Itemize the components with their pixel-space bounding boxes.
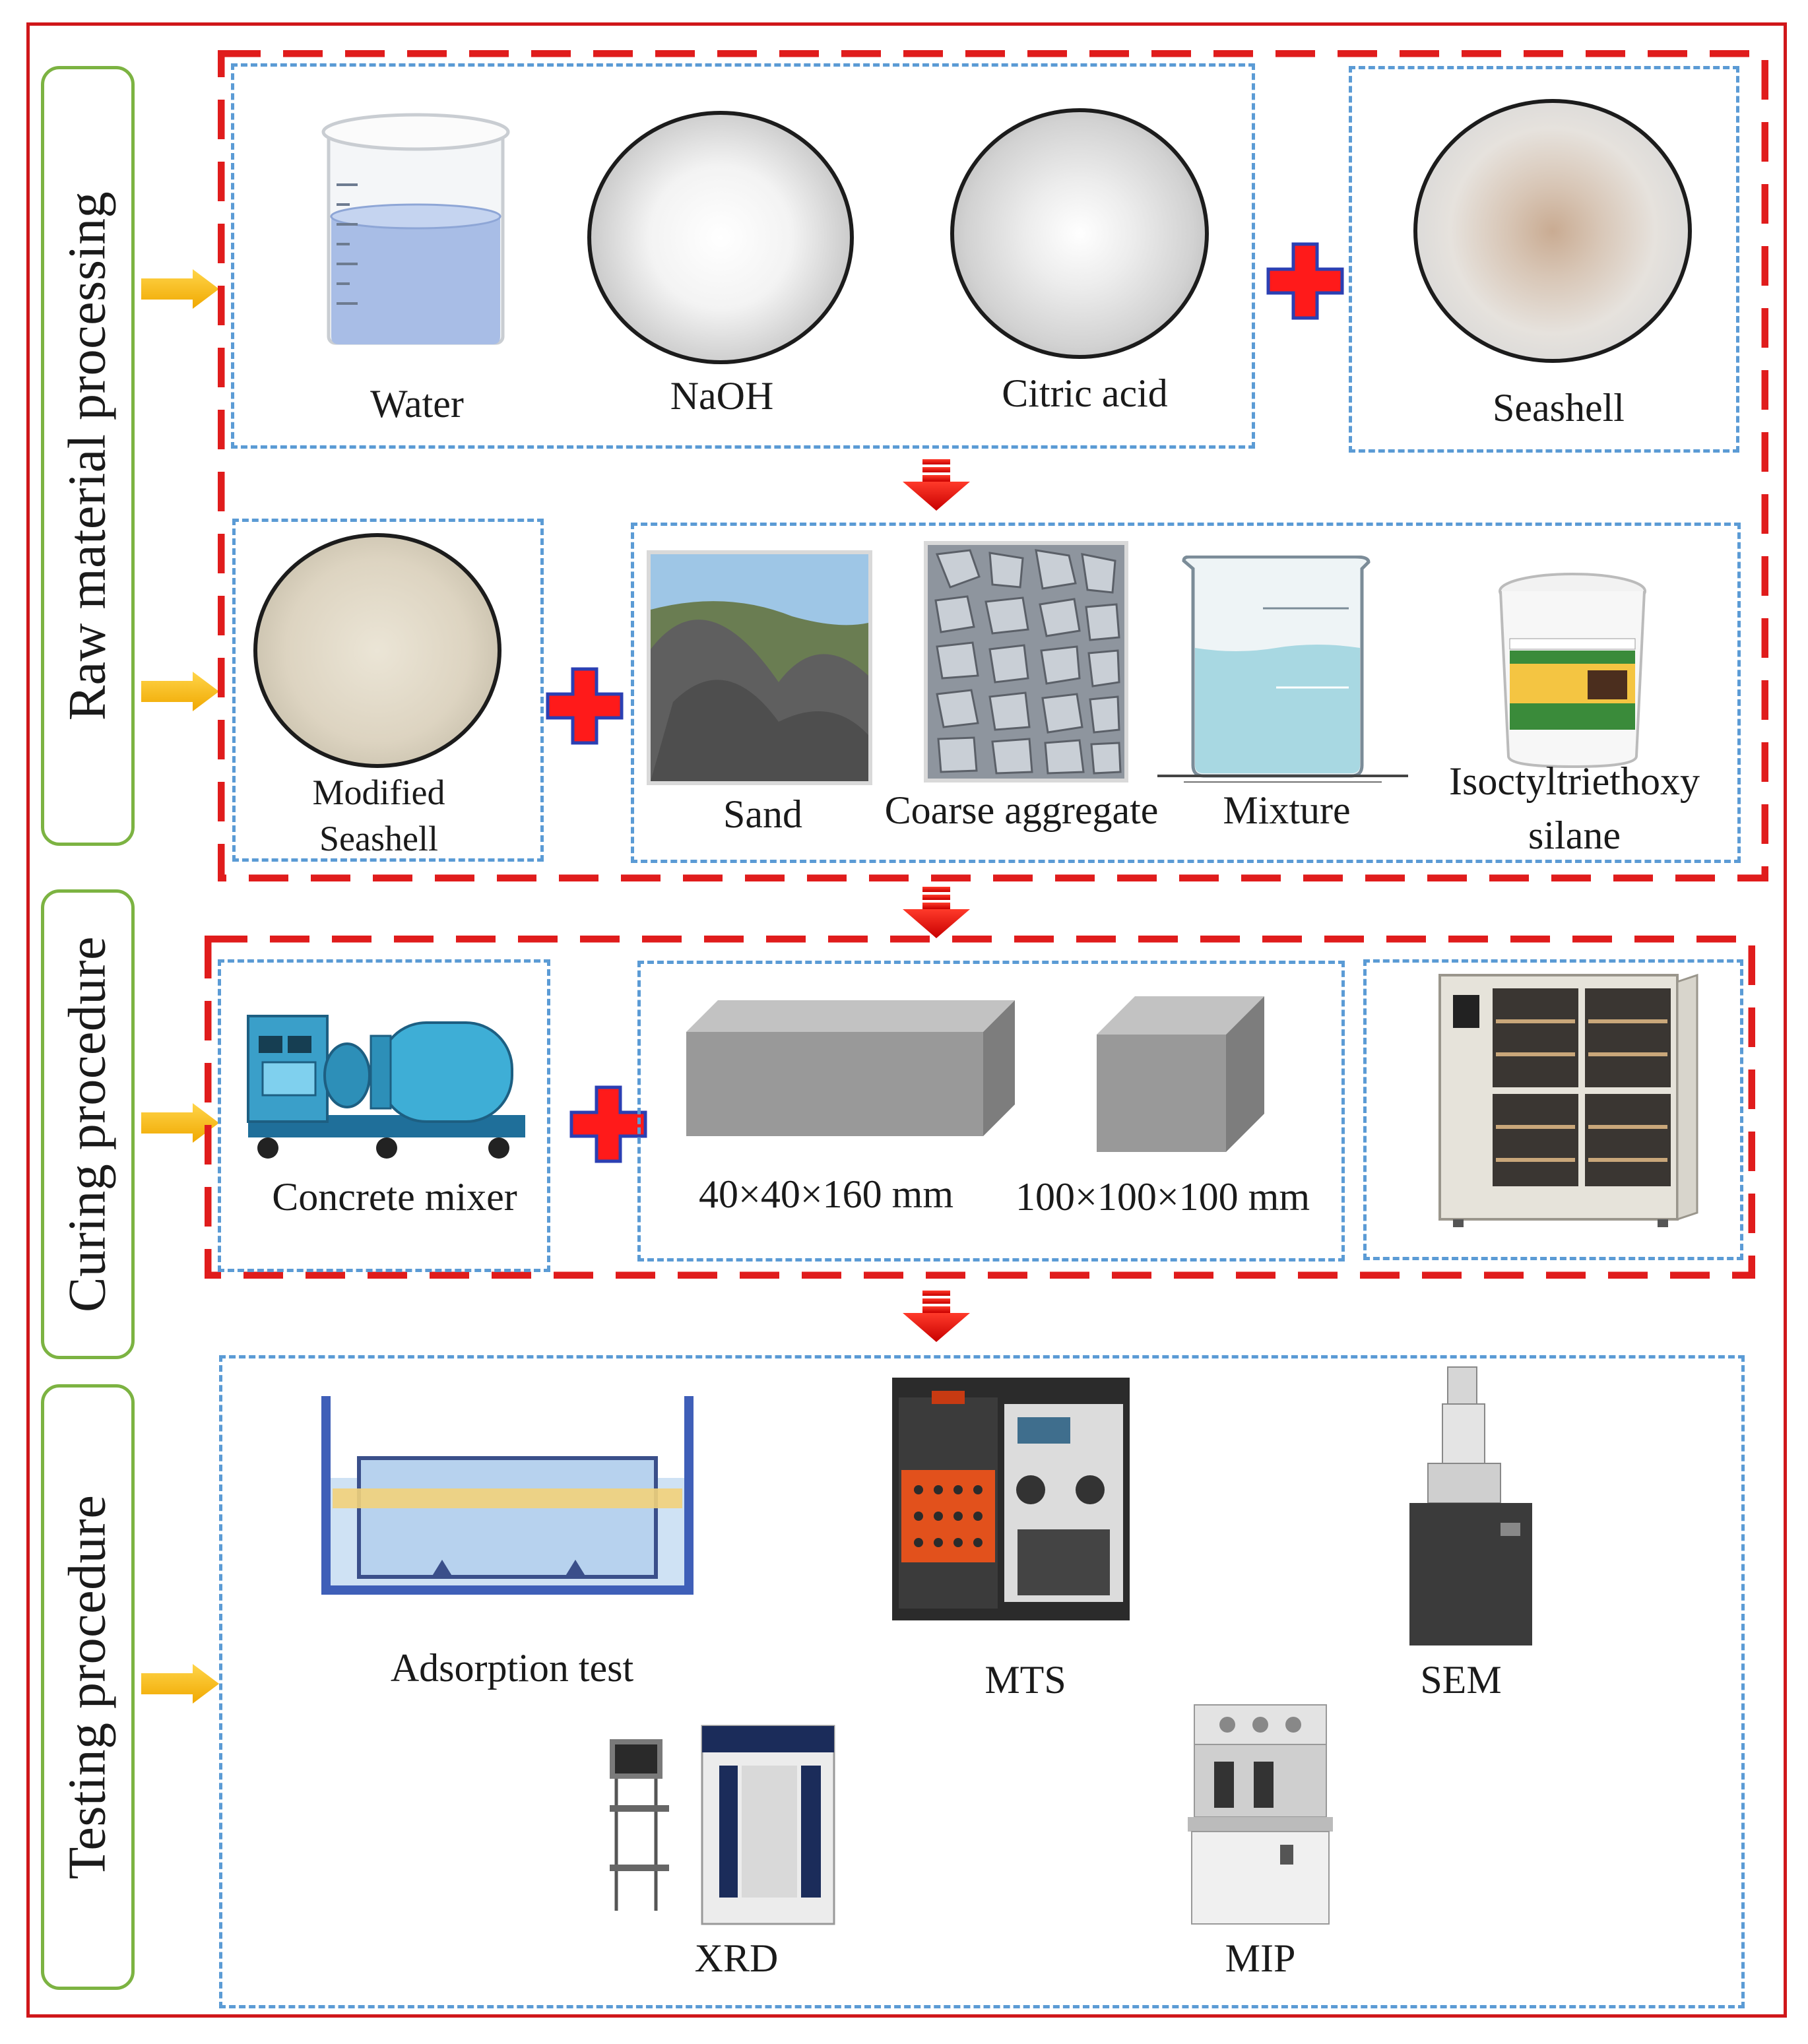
prism-size-label: 40×40×160 mm <box>698 1172 954 1216</box>
arrow-down-icon <box>903 459 970 511</box>
sand-label: Sand <box>723 792 802 836</box>
xrd-photo <box>610 1725 835 1925</box>
adsorption-test-icon <box>321 1396 694 1595</box>
modified-seashell-label-2: Seashell <box>319 819 438 858</box>
mts-photo <box>892 1378 1130 1620</box>
mixture-beaker-icon <box>1157 556 1408 782</box>
arrow-down-icon <box>903 887 970 938</box>
mip-label: MIP <box>1225 1936 1296 1980</box>
plus-icon <box>546 667 624 745</box>
aggregates-box <box>631 523 1741 863</box>
figure-frame <box>26 22 1787 2018</box>
sem-photo <box>1409 1366 1532 1645</box>
mixture-label: Mixture <box>1223 788 1351 832</box>
chemicals-box <box>231 63 1255 449</box>
modified-seashell-label-1: Modified <box>312 773 445 812</box>
citric-acid-label: Citric acid <box>1002 371 1168 415</box>
raw-material-group <box>218 50 1768 881</box>
mixer-box <box>218 959 550 1272</box>
adsorption-test-label: Adsorption test <box>390 1646 634 1690</box>
curing-group <box>205 936 1755 1279</box>
arrow-right-icon <box>141 672 219 711</box>
stage-testing-label: Testing procedure <box>58 1494 117 1880</box>
seashell-box <box>1349 66 1739 453</box>
seashell-photo <box>1413 99 1692 363</box>
mts-label: MTS <box>985 1658 1066 1702</box>
plus-icon <box>1266 242 1344 320</box>
silane-label-2: silane <box>1528 814 1621 857</box>
specimens-box <box>637 961 1345 1262</box>
stage-curing-label: Curing procedure <box>58 936 117 1313</box>
stage-raw-material: Raw material processing <box>41 66 135 846</box>
testing-box <box>219 1355 1745 2008</box>
xrd-label: XRD <box>694 1936 779 1980</box>
modified-seashell-box <box>232 519 544 862</box>
water-label: Water <box>370 382 464 426</box>
concrete-mixer-label: Concrete mixer <box>272 1175 517 1219</box>
sem-label: SEM <box>1420 1658 1502 1702</box>
prism-specimen-icon <box>686 1000 1015 1136</box>
naoh-label: NaOH <box>670 374 774 418</box>
coarse-aggregate-label: Coarse aggregate <box>884 788 1159 832</box>
arrow-right-icon <box>141 1103 219 1143</box>
sand-photo <box>647 550 872 785</box>
cube-size-label: 100×100×100 mm <box>1015 1175 1310 1219</box>
naoh-photo <box>587 111 854 364</box>
beaker-icon <box>321 113 510 345</box>
modified-seashell-photo <box>253 533 501 768</box>
concrete-mixer-photo <box>247 1015 525 1159</box>
seashell-label: Seashell <box>1493 386 1625 430</box>
arrow-right-icon <box>141 269 219 309</box>
coarse-aggregate-photo <box>924 541 1128 782</box>
silane-label-1: Isoctyltriethoxy <box>1449 759 1700 803</box>
cube-specimen-icon <box>1097 996 1264 1152</box>
curing-chamber-photo <box>1438 973 1698 1227</box>
plus-icon <box>569 1085 647 1163</box>
stage-testing: Testing procedure <box>41 1384 135 1990</box>
curing-chamber-box <box>1363 959 1743 1260</box>
silane-bucket-photo <box>1499 573 1646 769</box>
arrow-down-icon <box>903 1291 970 1342</box>
stage-curing: Curing procedure <box>41 889 135 1359</box>
citric-acid-photo <box>950 108 1209 359</box>
arrow-right-icon <box>141 1664 219 1704</box>
mip-photo <box>1188 1704 1333 1925</box>
stage-raw-material-label: Raw material processing <box>58 191 117 721</box>
